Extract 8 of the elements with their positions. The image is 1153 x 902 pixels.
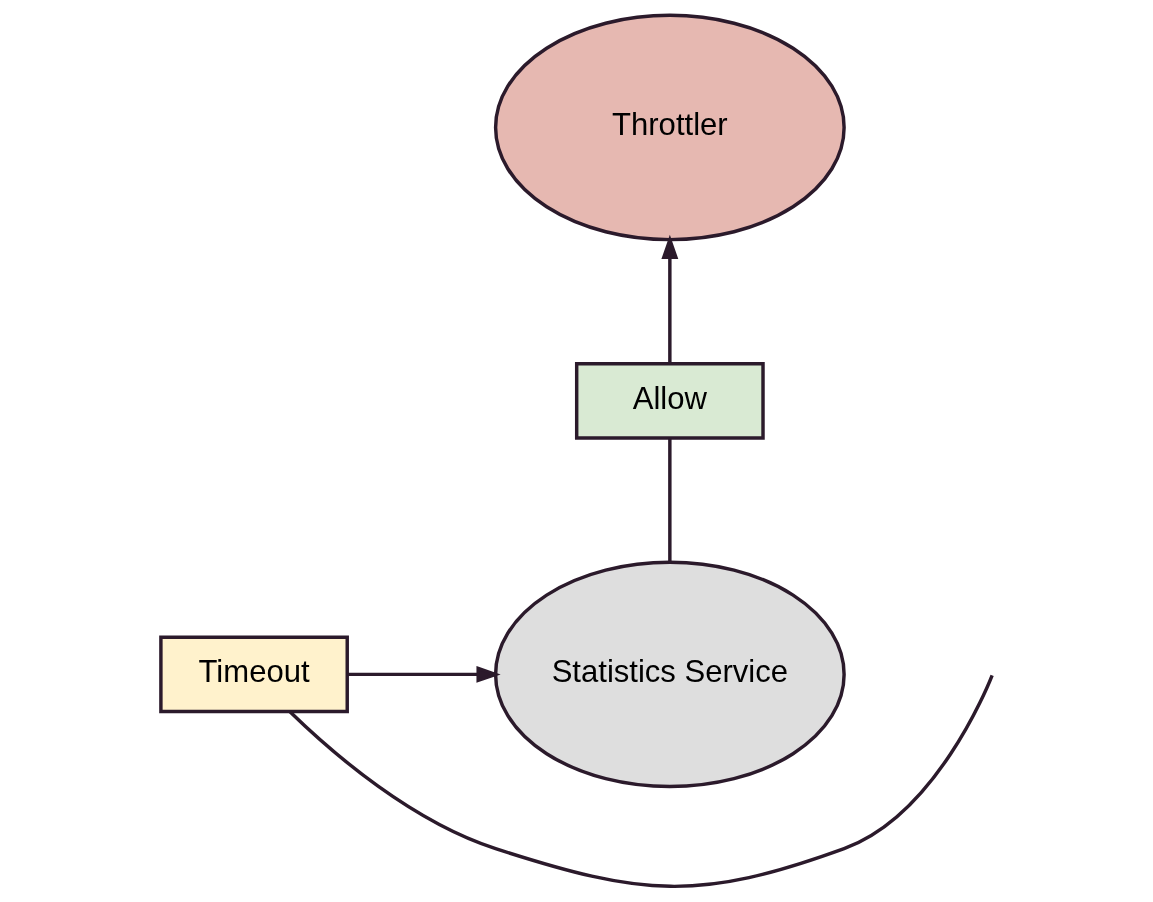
node-box: Allow [574, 362, 765, 440]
node-ellipse: Statistics Service [493, 560, 846, 789]
connector [288, 674, 994, 888]
arrow [660, 234, 678, 364]
connector [667, 438, 672, 563]
node-ellipse: Throttler [493, 13, 846, 242]
node-box: Timeout [158, 635, 349, 714]
arrow [346, 665, 501, 683]
